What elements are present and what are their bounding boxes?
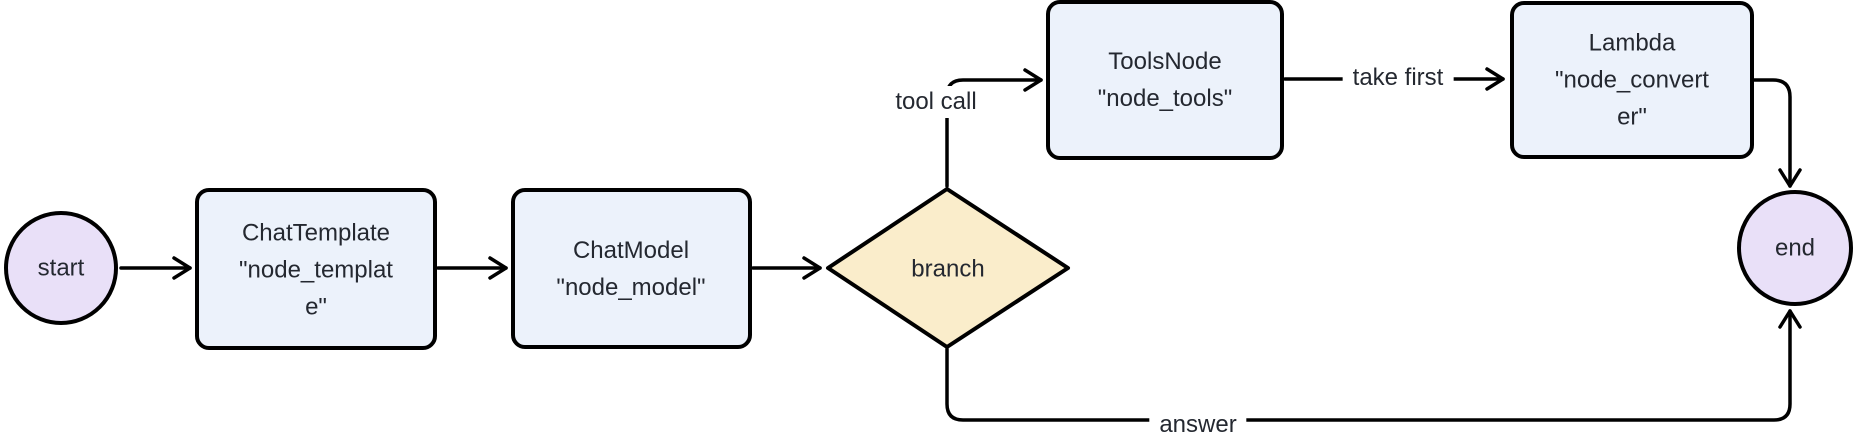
model-node-label: ChatModel "node_model"	[556, 232, 705, 306]
edge-label-tool-call: tool call	[885, 86, 987, 118]
edge-converter-to-end	[1752, 78, 1802, 188]
template-node-line-3: e"	[305, 293, 327, 321]
tools-node-label: ToolsNode "node_tools"	[1098, 43, 1232, 117]
branch-diamond-shape	[826, 187, 1070, 349]
template-node-shape	[195, 188, 437, 350]
model-node-shape	[511, 188, 752, 349]
template-node-label: ChatTemplate "node_templat e"	[239, 215, 393, 326]
template-node-line-1: ChatTemplate	[241, 219, 391, 247]
converter-node-line-1: Lambda	[1588, 29, 1676, 57]
branch-node-label: branch	[911, 255, 985, 283]
end-node-shape	[1737, 190, 1853, 306]
converter-node-shape	[1510, 1, 1754, 159]
node-shape-group	[4, 0, 1853, 350]
edge-label-take-first: take first	[1342, 62, 1454, 94]
tools-node-shape	[1046, 0, 1284, 160]
converter-node-line-3: er"	[1617, 103, 1647, 131]
template-node-line-2: "node_templat	[239, 256, 393, 284]
end-node-label: end	[1774, 234, 1816, 262]
start-node-label: start	[37, 254, 85, 282]
converter-node-line-2: "node_convert	[1555, 66, 1709, 94]
tools-node-line-2: "node_tools"	[1097, 85, 1233, 112]
tools-node-line-1: ToolsNode	[1108, 48, 1222, 75]
edge-branch-to-end	[945, 309, 1802, 422]
edge-label-answer: answer	[1149, 409, 1247, 440]
converter-node-label: Lambda "node_convert er"	[1555, 25, 1709, 136]
model-node-line-1: ChatModel	[572, 237, 690, 264]
start-node-shape	[4, 211, 118, 325]
model-node-line-2: "node_model"	[556, 274, 706, 301]
